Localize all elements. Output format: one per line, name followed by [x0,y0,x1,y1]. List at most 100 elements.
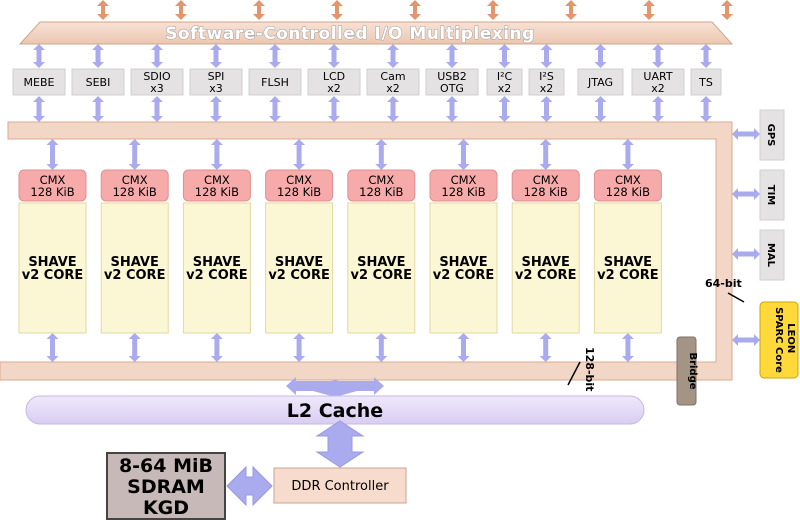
cmx-size-label: 128 KiB [30,185,74,199]
side-block-box [759,229,785,281]
bus-64-tick [727,292,745,303]
io-up-arrow [151,44,163,68]
side-block-box [759,109,785,161]
io-block-sublabel: x2 [540,82,554,95]
cmx-label: CMX [368,173,394,187]
shave-core-label: SHAVE [357,255,405,270]
shave-core-label: SHAVE [28,255,76,270]
cmx-bus-arrow [46,139,59,170]
io-down-arrow [387,96,399,122]
shave-core-label: SHAVE [439,255,487,270]
cmx-size-label: 128 KiB [606,185,650,199]
io-block-box [631,68,685,96]
bus-64-label: 64-bit [705,277,742,290]
cmx-size-label: 128 KiB [195,185,239,199]
sdram-line3: KGD [143,497,189,519]
io-block-box [425,68,479,96]
sdram-line2: SDRAM [127,476,205,498]
io-block-label: I²C [497,70,513,83]
io-down-arrow [151,96,163,122]
shave-core [18,202,87,334]
ddr-controller-label: DDR Controller [291,479,389,494]
io-up-arrow [652,44,664,68]
cmx-block [18,169,87,202]
cmx-size-label: 128 KiB [441,185,485,199]
bus-128-tick [567,361,581,386]
cmx-label: CMX [615,173,641,187]
bus-128-label: 128-bit [583,347,596,391]
io-down-arrow [328,96,340,122]
sdram-block [106,452,226,520]
io-block-sublabel: x2 [327,82,341,95]
sdram-line1: 8-64 MiB [119,455,213,477]
cmx-size-label: 128 KiB [113,185,157,199]
leon-label-line2: SPARC Core [773,307,784,373]
cmx-bus-arrow [293,139,306,170]
io-down-arrow [92,96,104,122]
io-block: FLSH [248,68,302,96]
cmx-label: CMX [451,173,477,187]
io-block-box [71,68,125,96]
shave-core-label: SHAVE [111,255,159,270]
side-bus-arrows [732,128,760,346]
io-block: TS [690,68,722,96]
io-block-label: JTAG [587,76,613,89]
io-up-arrow [446,44,458,68]
leon-core [759,301,799,379]
pin-arrow [643,0,655,20]
io-down-arrow [33,96,45,122]
io-up-arrow [700,44,712,68]
io-up-arrow [33,44,45,68]
pin-arrow [175,0,187,20]
io-block-sublabel: x3 [209,82,223,95]
mux-title: Software-Controlled I/O Multiplexing [165,24,535,44]
bridge-label: Bridge [687,352,698,389]
cmx-bus-arrow [457,139,470,170]
pin-arrow [565,0,577,20]
shave-bus-arrows [46,139,634,362]
io-block-box [12,68,66,96]
pin-arrow [253,0,265,20]
shave-core-sublabel: v2 CORE [104,268,166,283]
leon-label-line1: LEON [785,323,796,353]
cmx-size-label: 128 KiB [277,185,321,199]
side-block-box [759,169,785,221]
io-block-label: MEBE [24,76,55,89]
pin-arrow [331,0,343,20]
cmx-label: CMX [533,173,559,187]
io-block-box [577,68,624,96]
cmx-bus-arrow [210,139,223,170]
cmx-label: CMX [40,173,66,187]
io-down-arrow [652,96,664,122]
io-up-arrow [328,44,340,68]
io-block-sublabel: x3 [150,82,164,95]
system-bus [0,121,733,381]
pin-arrow [721,0,733,20]
side-block-label: TIM [765,185,776,206]
io-block-label: SEBI [86,76,111,89]
shave-core-sublabel: v2 CORE [515,268,577,283]
cmx-size-label: 128 KiB [524,185,568,199]
ddr-controller [273,467,407,504]
cache-bus-arrows [286,377,384,397]
io-block-box [528,68,565,96]
core-bus-arrow [46,333,59,362]
bridge-block [676,336,697,406]
cmx-label: CMX [286,173,312,187]
io-block-box [130,68,184,96]
io-block-label: LCD [323,70,345,83]
cmx-bus-arrow [128,139,141,170]
core-bus-arrow [210,333,223,362]
shave-core-sublabel: v2 CORE [597,268,659,283]
shave-core [182,202,251,334]
shave-core [265,202,334,334]
io-down-arrow [540,96,553,122]
